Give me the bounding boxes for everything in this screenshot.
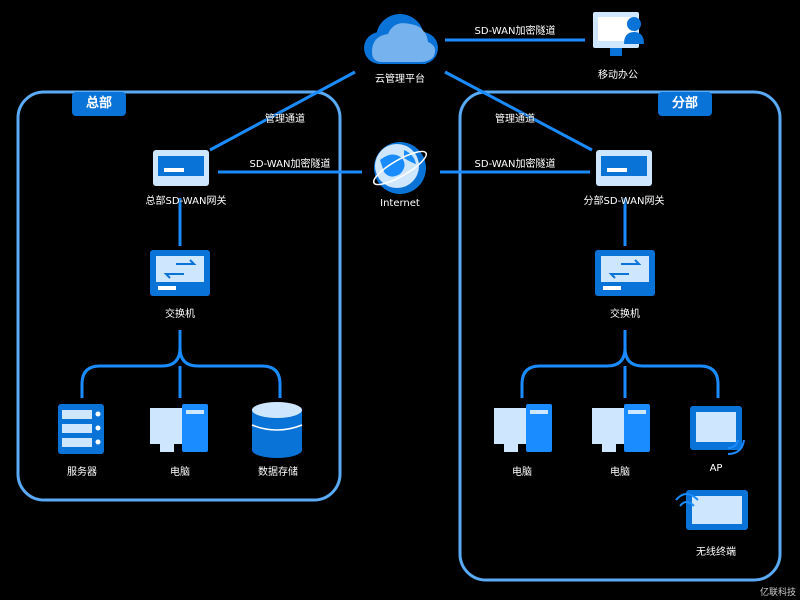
branch-region-label: 分部 xyxy=(658,92,713,116)
branch-region-box xyxy=(458,90,782,582)
hq-switch-label: 交换机 xyxy=(165,309,195,320)
server-icon xyxy=(58,404,104,454)
connection-lines xyxy=(80,38,720,398)
branch-bracket xyxy=(520,330,720,398)
branch-mgmt-label: 管理通道 xyxy=(495,114,535,125)
hq-tunnel-label: SD-WAN加密隧道 xyxy=(249,159,331,170)
hq-router-label: 总部SD-WAN网关 xyxy=(145,196,227,207)
branch-switch-icon xyxy=(595,250,655,296)
globe-icon xyxy=(372,142,428,194)
branch-tunnel-label: SD-WAN加密隧道 xyxy=(474,159,556,170)
watermark: 亿联科技 xyxy=(759,588,796,598)
cloud-icon xyxy=(364,14,438,64)
access-point-icon xyxy=(690,406,745,455)
cloud-branch-mgmt-link xyxy=(444,70,593,152)
hq-pc-label: 电脑 xyxy=(170,467,190,478)
remote-user-icon xyxy=(593,12,644,56)
branch-router-icon xyxy=(596,150,652,186)
wireless-terminal-icon xyxy=(675,490,748,530)
hq-router-icon xyxy=(153,150,209,186)
hq-pc-icon xyxy=(150,404,208,452)
hq-storage-label: 数据存储 xyxy=(258,467,298,478)
top-tunnel-label: SD-WAN加密隧道 xyxy=(474,26,556,37)
branch-switch-label: 交换机 xyxy=(610,309,640,320)
branch-ap-label: AP xyxy=(709,463,723,474)
branch-pc1-icon xyxy=(494,404,552,452)
hq-switch-icon xyxy=(150,250,210,296)
branch-pc2-label: 电脑 xyxy=(610,467,630,478)
hq-bracket xyxy=(80,330,282,398)
storage-icon xyxy=(251,402,303,458)
internet-label: Internet xyxy=(380,198,420,209)
branch-wifi-label: 无线终端 xyxy=(696,547,736,558)
remote-user-label: 移动办公 xyxy=(598,70,638,81)
hq-mgmt-label: 管理通道 xyxy=(265,114,305,125)
hq-server-label: 服务器 xyxy=(67,467,97,478)
hq-region-box xyxy=(16,90,342,502)
cloud-hq-mgmt-link xyxy=(209,70,356,152)
hq-region-label: 总部 xyxy=(72,92,127,116)
branch-pc1-label: 电脑 xyxy=(512,467,532,478)
branch-router-label: 分部SD-WAN网关 xyxy=(583,196,665,207)
branch-pc2-icon xyxy=(592,404,650,452)
cloud-label: 云管理平台 xyxy=(375,74,425,85)
